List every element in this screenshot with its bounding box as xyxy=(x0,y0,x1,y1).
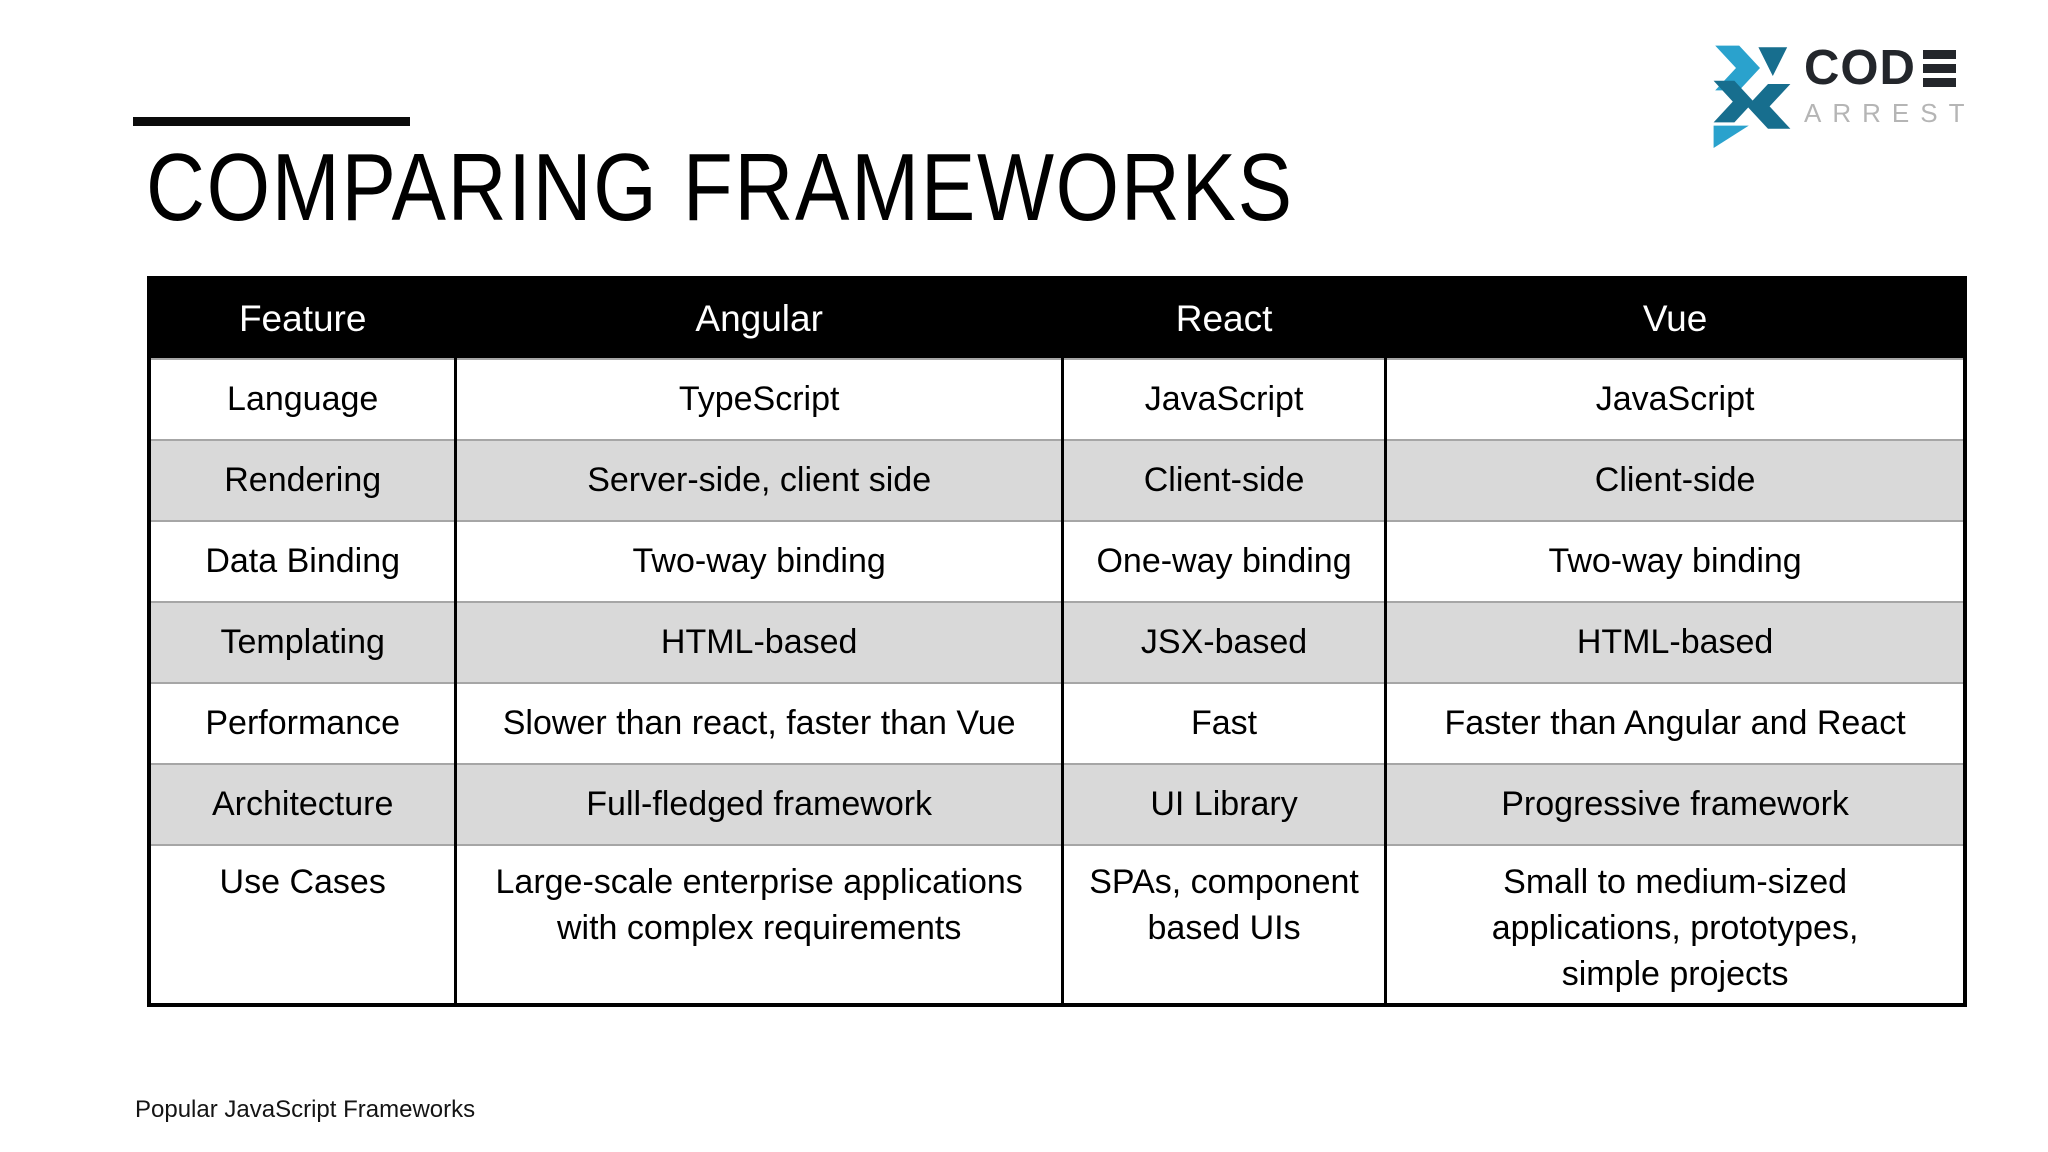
logo-wordmark: COD xyxy=(1804,41,1916,95)
logo-e-bars-glyph xyxy=(1922,50,1956,87)
cell-feature: Use Cases xyxy=(149,844,456,1005)
cell-feature: Architecture xyxy=(149,763,456,845)
cell-angular: Two-way binding xyxy=(454,520,1063,602)
cell-feature: Templating xyxy=(149,601,456,683)
cell-react: One-way binding xyxy=(1060,520,1386,602)
cell-feature: Rendering xyxy=(149,439,456,521)
code-arrest-logo: COD ARREST xyxy=(1712,44,1975,148)
cell-react: Client-side xyxy=(1060,439,1386,521)
cell-vue: Client-side xyxy=(1384,439,1965,521)
cell-angular: Large-scale enterprise applications with… xyxy=(454,844,1063,1005)
cell-react: SPAs, component based UIs xyxy=(1060,844,1386,1005)
column-header-feature: Feature xyxy=(149,278,456,359)
cell-angular: Server-side, client side xyxy=(454,439,1063,521)
cell-vue: Two-way binding xyxy=(1384,520,1965,602)
code-arrest-logo-icon xyxy=(1713,45,1791,148)
cell-feature: Data Binding xyxy=(149,520,456,602)
slide-title: COMPARING FRAMEWORKS xyxy=(146,134,1294,241)
cell-react: Fast xyxy=(1060,682,1386,764)
logo-subtext: ARREST xyxy=(1804,98,1976,128)
cell-feature: Performance xyxy=(149,682,456,764)
comparison-table: Feature Angular React Vue Language TypeS… xyxy=(147,276,1967,1007)
cell-vue: Small to medium-sized applications, prot… xyxy=(1384,844,1965,1005)
table-row-performance: Performance Slower than react, faster th… xyxy=(149,682,1965,764)
cell-vue: Faster than Angular and React xyxy=(1384,682,1965,764)
cell-angular: Full-fledged framework xyxy=(454,763,1063,845)
table-row-rendering: Rendering Server-side, client side Clien… xyxy=(149,439,1965,521)
table-row-templating: Templating HTML-based JSX-based HTML-bas… xyxy=(149,601,1965,683)
cell-react: JavaScript xyxy=(1060,358,1386,440)
cell-vue: JavaScript xyxy=(1384,358,1965,440)
slide-footer-caption: Popular JavaScript Frameworks xyxy=(135,1096,476,1123)
table-row-data-binding: Data Binding Two-way binding One-way bin… xyxy=(149,520,1965,602)
comparison-table-container: Feature Angular React Vue Language TypeS… xyxy=(147,276,1967,1007)
column-header-vue: Vue xyxy=(1384,278,1965,359)
column-header-angular: Angular xyxy=(454,278,1063,359)
cell-angular: Slower than react, faster than Vue xyxy=(454,682,1063,764)
column-header-react: React xyxy=(1060,278,1386,359)
logo-wordmark-block: COD ARREST xyxy=(1804,41,1976,128)
cell-react: JSX-based xyxy=(1060,601,1386,683)
table-row-architecture: Architecture Full-fledged framework UI L… xyxy=(149,763,1965,845)
cell-angular: HTML-based xyxy=(454,601,1063,683)
cell-vue: HTML-based xyxy=(1384,601,1965,683)
table-row-language: Language TypeScript JavaScript JavaScrip… xyxy=(149,358,1965,440)
cell-react: UI Library xyxy=(1060,763,1386,845)
cell-vue: Progressive framework xyxy=(1384,763,1965,845)
table-row-use-cases: Use Cases Large-scale enterprise applica… xyxy=(149,844,1965,1005)
title-accent-bar xyxy=(133,117,410,126)
table-header-row: Feature Angular React Vue xyxy=(149,278,1965,359)
cell-feature: Language xyxy=(149,358,456,440)
cell-angular: TypeScript xyxy=(454,358,1063,440)
